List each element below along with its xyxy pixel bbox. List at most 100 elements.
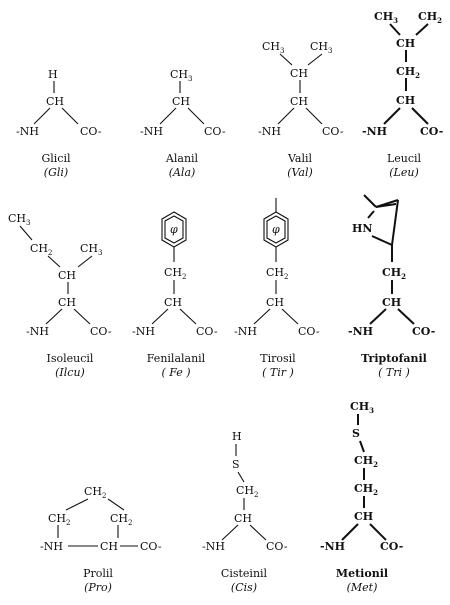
atom-co: CO-: [140, 540, 162, 553]
bond: [411, 107, 429, 125]
atom-ch2: CH2: [382, 266, 406, 281]
bond: [249, 524, 267, 541]
atom-nh: -NH: [202, 540, 225, 553]
atom-ch: CH: [396, 37, 415, 50]
residue-abbr: ( Tri ): [378, 366, 410, 379]
subscript: 3: [280, 47, 284, 55]
atom-co: CO-: [204, 125, 226, 138]
bond: [397, 308, 415, 325]
atom-ch: CH: [290, 67, 308, 80]
atom-ch3: CH3: [350, 400, 374, 415]
atom-ch: CH: [354, 510, 373, 523]
atom-ch2: CH2: [110, 512, 132, 527]
bond: [279, 53, 293, 66]
residue-name: Cisteinil: [221, 567, 268, 580]
bond: [371, 235, 393, 246]
bond: [107, 498, 125, 511]
residue-name: Leucil: [387, 152, 422, 165]
bond: [179, 308, 197, 325]
bond: [65, 498, 89, 511]
bond: [253, 308, 271, 325]
atom-nh: -NH: [132, 325, 155, 338]
atom-co: CO-: [380, 540, 403, 553]
atom-nh: -NH: [320, 540, 345, 553]
atom-ch3: CH3: [8, 212, 30, 227]
residue-name: Triptofanil: [361, 352, 427, 365]
atom-ch: CH: [100, 540, 118, 553]
atom-ch2: CH2: [30, 242, 52, 257]
residue-abbr: (Ilcu): [55, 366, 85, 379]
atom-nh: -NH: [348, 325, 373, 338]
subscript: 3: [26, 219, 30, 227]
bond: [415, 23, 429, 36]
atom-ch2: CH2: [84, 485, 106, 500]
atom-ch: CH: [164, 296, 182, 309]
residue-name: Alanil: [165, 152, 199, 165]
residue-isoleucil: CH3 CH2 CH3 CH CH -NH CO- Isoleucil (Ilc…: [8, 212, 112, 379]
bond: [159, 107, 177, 125]
atom-co: CO-: [322, 125, 344, 138]
subscript: 2: [254, 491, 258, 499]
subscript: 3: [98, 249, 102, 257]
atom-co: CO-: [80, 125, 102, 138]
atom-ch2: CH2: [236, 484, 258, 499]
bond: [391, 199, 399, 246]
atom-ch3: CH3: [374, 10, 398, 25]
atom-phi: φ: [272, 223, 280, 236]
bond: [307, 53, 323, 66]
bond: [281, 308, 299, 325]
subscript: 2: [66, 519, 70, 527]
residue-abbr: ( Tir ): [262, 366, 294, 379]
atom-co: CO-: [412, 325, 435, 338]
residue-leucil: CH3 CH2 CH CH2 CH -NH CO- Leucil (Leu): [362, 10, 443, 179]
bond: [73, 308, 91, 325]
residue-abbr: (Val): [287, 166, 313, 179]
atom-nh: -NH: [40, 540, 63, 553]
subscript: 3: [188, 75, 192, 83]
bond: [33, 107, 51, 125]
subscript: 3: [328, 47, 332, 55]
atom-ch2: CH2: [354, 482, 378, 497]
subscript: 2: [401, 272, 406, 281]
atom-ch: CH: [290, 95, 308, 108]
residue-name: Fenilalanil: [147, 352, 206, 365]
atom-ch2: CH2: [396, 65, 420, 80]
residue-fenilalanil: φ CH2 CH -NH CO- Fenilalanil ( Fe ): [132, 211, 218, 379]
atom-ch3: CH3: [170, 68, 192, 83]
bond: [375, 203, 397, 208]
atom-co: CO-: [90, 325, 112, 338]
atom-nh: -NH: [26, 325, 49, 338]
subscript: 2: [102, 492, 106, 500]
residue-abbr: (Ala): [169, 166, 196, 179]
subscript: 2: [284, 273, 288, 281]
residue-valil: CH3 CH3 CH CH -NH CO- Valil (Val): [258, 40, 344, 179]
bond: [359, 440, 365, 453]
residue-name: Tirosil: [260, 352, 296, 365]
atom-ch: CH: [172, 95, 190, 108]
residue-name: Prolil: [83, 567, 113, 580]
atom-ch: CH: [396, 94, 415, 107]
bond: [237, 471, 245, 483]
bond: [341, 523, 359, 541]
residue-alanil: CH3 CH -NH CO- Alanil (Ala): [140, 68, 226, 179]
benzene-ring-inner: [164, 215, 184, 244]
atom-ch: CH: [234, 512, 252, 525]
bond: [61, 107, 79, 125]
subscript: 2: [128, 519, 132, 527]
bond: [305, 107, 323, 125]
atom-ch: CH: [266, 296, 284, 309]
bond: [151, 308, 169, 325]
bond: [389, 23, 401, 36]
subscript: 2: [373, 488, 378, 497]
residue-prolil: CH2 CH2 CH2 -NH CH CO- Prolil (Pro): [40, 485, 162, 594]
atom-co: CO-: [420, 125, 443, 138]
bond: [77, 255, 93, 268]
subscript: 2: [415, 71, 420, 80]
residue-triptofanil: HN CH2 CH -NH CO- Triptofanil ( Tri ): [348, 194, 435, 379]
atom-ch2: CH2: [164, 266, 186, 281]
residue-name: Isoleucil: [47, 352, 94, 365]
atom-s: S: [352, 427, 360, 440]
residue-name: Glicil: [41, 152, 71, 165]
subscript: 2: [373, 460, 378, 469]
